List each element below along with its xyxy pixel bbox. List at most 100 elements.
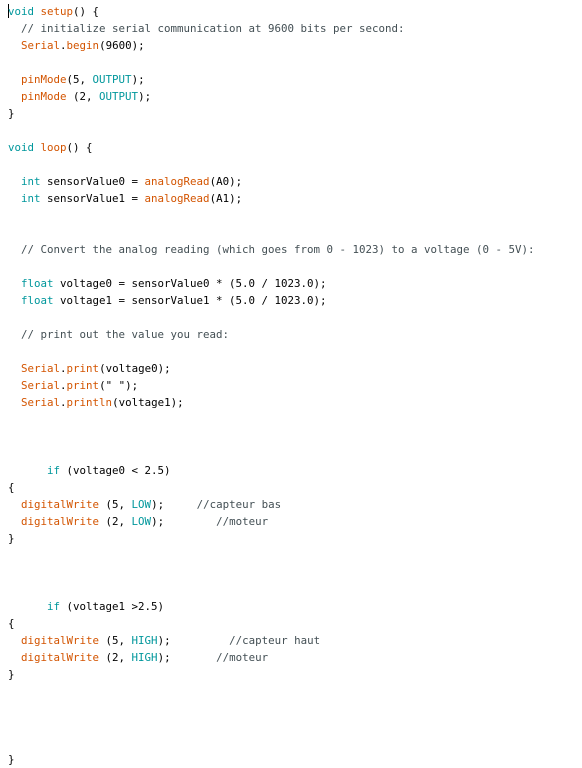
code-line[interactable]: [8, 207, 535, 224]
code-line[interactable]: [8, 445, 535, 462]
code-function: Serial: [21, 379, 61, 392]
code-text: }: [8, 532, 15, 545]
code-line[interactable]: [8, 224, 535, 241]
code-line[interactable]: digitalWrite (5, LOW); //capteur bas: [8, 496, 535, 513]
code-text: (" ");: [99, 379, 139, 392]
code-function: Serial: [21, 396, 61, 409]
code-line[interactable]: void setup() {: [8, 3, 535, 20]
code-keyword: int: [21, 175, 41, 188]
code-line[interactable]: int sensorValue0 = analogRead(A0);: [8, 173, 535, 190]
code-line[interactable]: digitalWrite (2, LOW); //moteur: [8, 513, 535, 530]
code-text: [8, 175, 21, 188]
code-text: [8, 600, 47, 613]
code-text: voltage1 = sensorValue1 * (5.0 / 1023.0)…: [53, 294, 327, 307]
code-line[interactable]: [8, 581, 535, 598]
code-text: (2,: [66, 90, 100, 103]
code-constant: HIGH: [131, 651, 158, 664]
code-line[interactable]: Serial.print(" ");: [8, 377, 535, 394]
code-text: (voltage1 >2.5): [60, 600, 165, 613]
code-line[interactable]: }: [8, 751, 535, 768]
code-text: (voltage1);: [112, 396, 184, 409]
code-line[interactable]: digitalWrite (5, HIGH); //capteur haut: [8, 632, 535, 649]
code-line[interactable]: [8, 343, 535, 360]
code-line[interactable]: [8, 428, 535, 445]
code-text: (5,: [99, 498, 132, 511]
code-line[interactable]: }: [8, 530, 535, 547]
code-function: analogRead: [144, 175, 210, 188]
code-line[interactable]: int sensorValue1 = analogRead(A1);: [8, 190, 535, 207]
code-line[interactable]: Serial.print(voltage0);: [8, 360, 535, 377]
code-text: voltage0 = sensorValue0 * (5.0 / 1023.0)…: [53, 277, 327, 290]
code-text: (2,: [99, 515, 132, 528]
code-line[interactable]: [8, 411, 535, 428]
code-text: [8, 90, 21, 103]
code-text: (9600);: [99, 39, 145, 52]
code-line[interactable]: [8, 309, 535, 326]
code-line[interactable]: void loop() {: [8, 139, 535, 156]
code-function: digitalWrite: [21, 498, 100, 511]
code-line[interactable]: {: [8, 615, 535, 632]
code-function: digitalWrite: [21, 515, 100, 528]
code-function: digitalWrite: [21, 651, 100, 664]
code-line[interactable]: if (voltage0 < 2.5): [8, 462, 535, 479]
code-line[interactable]: digitalWrite (2, HIGH); //moteur: [8, 649, 535, 666]
code-constant: LOW: [131, 515, 152, 528]
code-comment: //capteur haut: [229, 634, 321, 647]
code-area[interactable]: void setup() { // initialize serial comm…: [8, 3, 535, 768]
code-text: );: [157, 651, 217, 664]
code-line[interactable]: [8, 734, 535, 751]
code-text: );: [151, 498, 197, 511]
code-line[interactable]: // Convert the analog reading (which goe…: [8, 241, 535, 258]
code-line[interactable]: [8, 122, 535, 139]
code-line[interactable]: pinMode (2, OUTPUT);: [8, 88, 535, 105]
code-text: .: [60, 39, 67, 52]
code-line[interactable]: Serial.println(voltage1);: [8, 394, 535, 411]
code-line[interactable]: {: [8, 479, 535, 496]
code-line[interactable]: [8, 547, 535, 564]
code-line[interactable]: [8, 258, 535, 275]
code-constant: LOW: [131, 498, 152, 511]
code-comment: //moteur: [216, 515, 269, 528]
code-function: setup: [40, 5, 74, 18]
code-comment: //capteur bas: [196, 498, 282, 511]
code-text: {: [8, 481, 15, 494]
code-line[interactable]: [8, 54, 535, 71]
text-cursor: [8, 4, 9, 18]
code-line[interactable]: }: [8, 105, 535, 122]
code-text: (2,: [99, 651, 132, 664]
code-line[interactable]: [8, 564, 535, 581]
code-line[interactable]: // print out the value you read:: [8, 326, 535, 343]
code-text: [8, 73, 21, 86]
code-function: print: [66, 362, 100, 375]
code-constant: HIGH: [131, 634, 158, 647]
code-text: .: [60, 379, 67, 392]
code-text: [8, 396, 21, 409]
code-line[interactable]: [8, 700, 535, 717]
code-line[interactable]: pinMode(5, OUTPUT);: [8, 71, 535, 88]
code-line[interactable]: // initialize serial communication at 96…: [8, 20, 535, 37]
code-line[interactable]: float voltage1 = sensorValue1 * (5.0 / 1…: [8, 292, 535, 309]
code-text: [8, 277, 21, 290]
code-line[interactable]: if (voltage1 >2.5): [8, 598, 535, 615]
code-text: );: [151, 515, 217, 528]
code-line[interactable]: }: [8, 666, 535, 683]
code-line[interactable]: Serial.begin(9600);: [8, 37, 535, 54]
code-text: [8, 192, 21, 205]
code-function: print: [66, 379, 100, 392]
code-text: [8, 379, 21, 392]
code-text: [8, 294, 21, 307]
code-line[interactable]: float voltage0 = sensorValue0 * (5.0 / 1…: [8, 275, 535, 292]
code-text: (voltage0);: [99, 362, 171, 375]
code-keyword: float: [21, 277, 54, 290]
code-line[interactable]: [8, 717, 535, 734]
code-text: .: [60, 362, 67, 375]
code-text: (5,: [66, 73, 93, 86]
code-constant: OUTPUT: [99, 90, 139, 103]
code-line[interactable]: [8, 156, 535, 173]
code-text: (A1);: [209, 192, 243, 205]
code-function: analogRead: [144, 192, 210, 205]
code-text: [8, 498, 21, 511]
code-text: );: [131, 73, 145, 86]
code-line[interactable]: [8, 683, 535, 700]
